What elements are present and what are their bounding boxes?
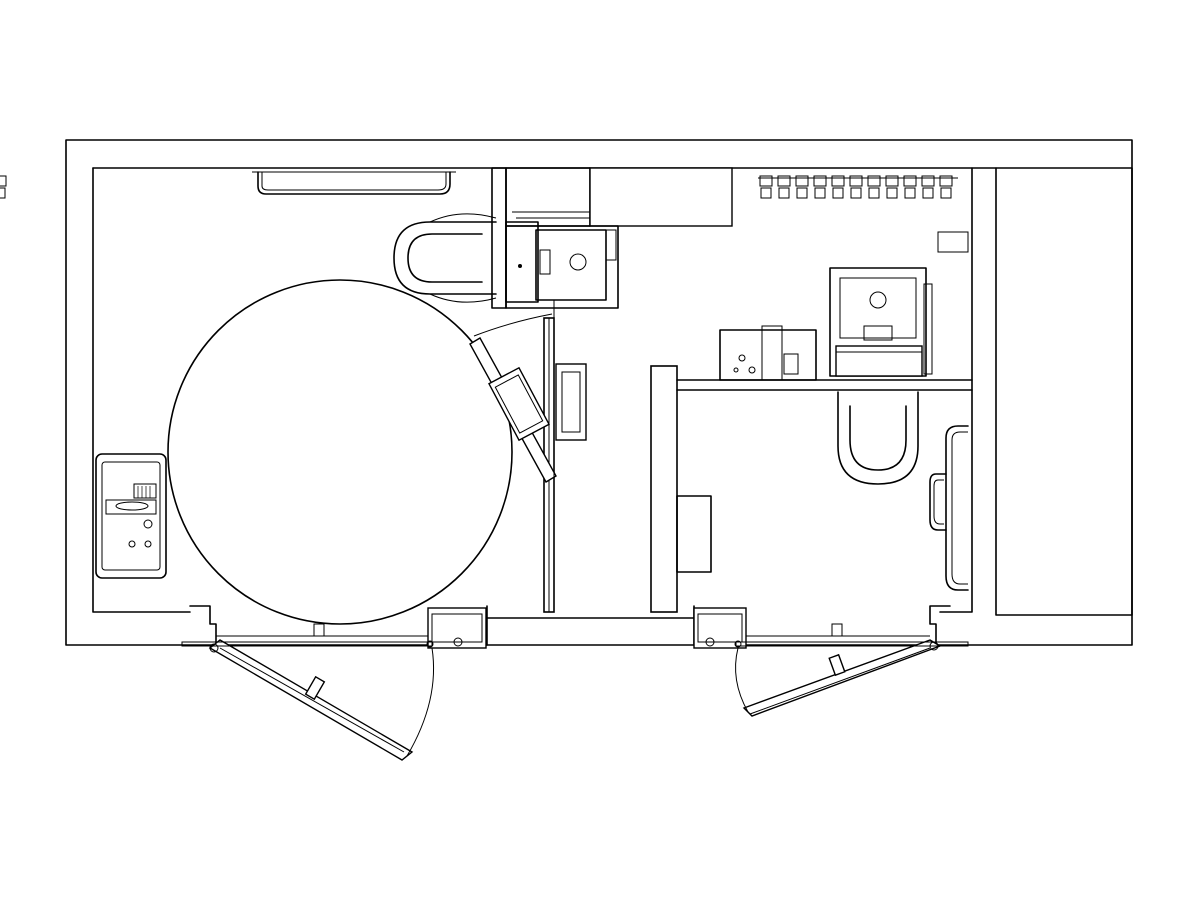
wall-panel-middle xyxy=(676,495,712,573)
toilet-left xyxy=(393,213,497,303)
grab-rail-right xyxy=(929,425,969,591)
wall-appliance-left xyxy=(95,453,167,579)
toilet-right xyxy=(837,391,919,485)
cistern-unit-right xyxy=(829,267,933,377)
control-box-middle xyxy=(719,325,817,381)
entrance-door-left xyxy=(181,607,487,761)
grab-rail-top xyxy=(252,171,456,195)
turning-circle xyxy=(167,279,513,625)
entrance-door-right xyxy=(693,607,969,717)
cistern-unit-center xyxy=(491,167,733,309)
front-wall xyxy=(189,605,951,646)
internal-door xyxy=(469,300,587,612)
fixture-row xyxy=(0,175,969,253)
